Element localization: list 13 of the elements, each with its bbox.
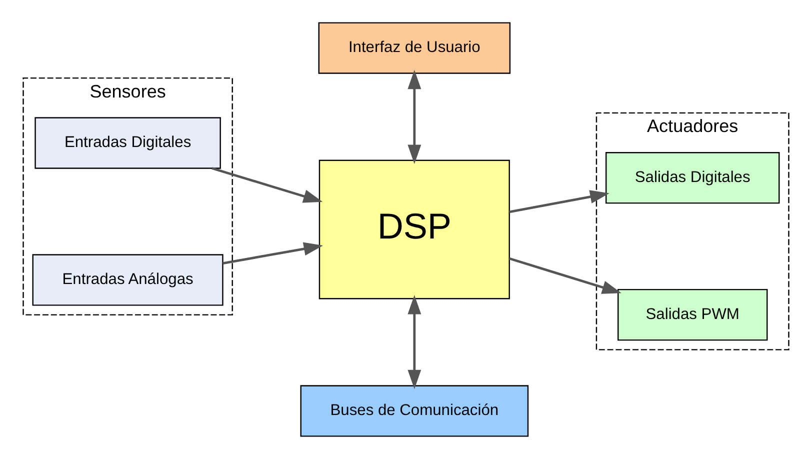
arrow	[408, 70, 422, 164]
arrow	[222, 242, 324, 264]
node-box: Salidas PWM	[618, 288, 768, 341]
arrow	[509, 190, 610, 214]
node-box: Buses de Comunicación	[300, 385, 529, 437]
arrow	[212, 167, 323, 203]
node-box: Interfaz de Usuario	[318, 22, 511, 74]
node-box: Salidas Digitales	[605, 152, 780, 204]
arrow	[408, 295, 422, 390]
node-box: Entradas Digitales	[34, 117, 221, 169]
node-box: DSP	[318, 160, 510, 300]
arrow	[509, 257, 622, 294]
node-box: Entradas Análogas	[32, 254, 224, 306]
